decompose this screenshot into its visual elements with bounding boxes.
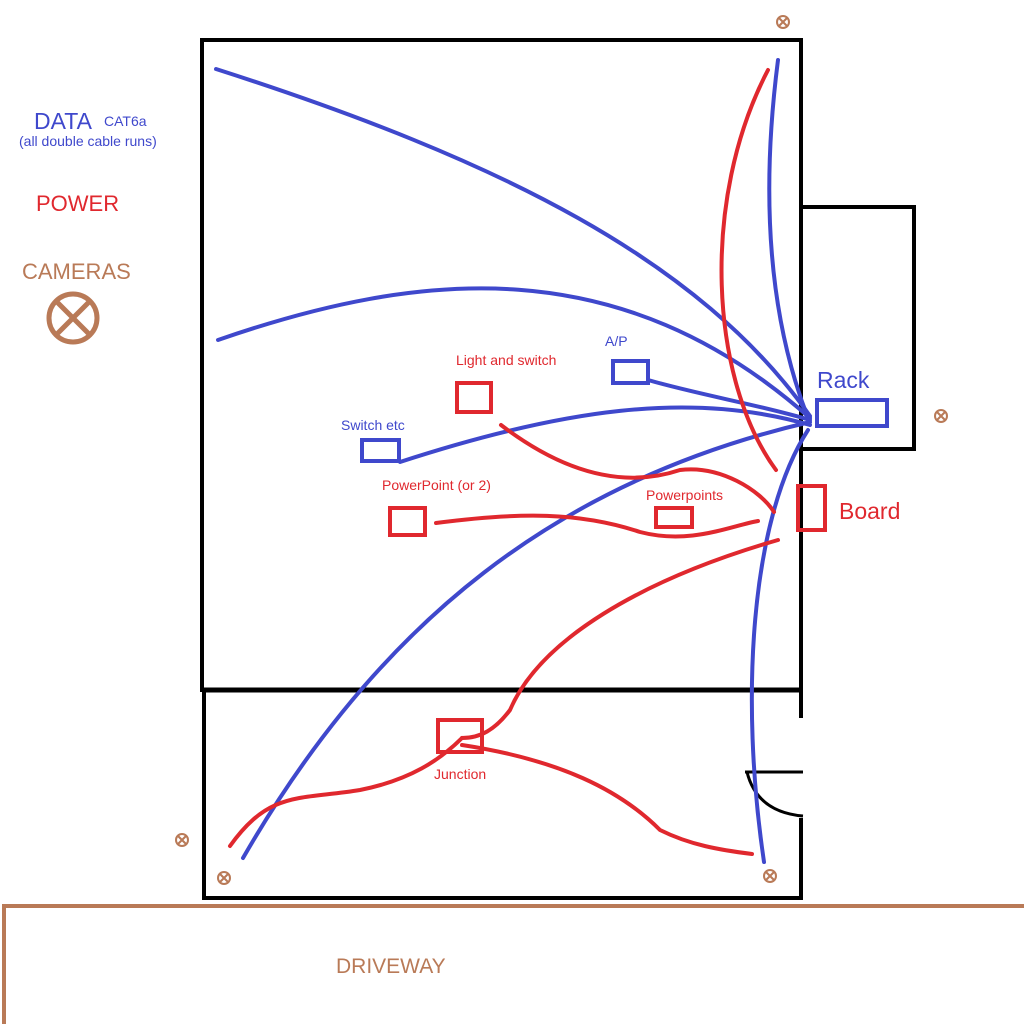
rack-label: Rack — [817, 367, 870, 393]
legend-data-subtitle: CAT6a — [104, 113, 147, 129]
powerpoints-box — [654, 506, 694, 529]
camera-markers — [175, 15, 948, 885]
data-run-ap — [646, 378, 812, 422]
board-label: Board — [839, 498, 901, 524]
data-run-front-right-camera — [749, 428, 810, 864]
board-box — [796, 484, 827, 532]
camera-rack-side-icon — [934, 409, 948, 423]
data-run-front-left-camera — [241, 420, 812, 860]
rack-box — [815, 398, 889, 428]
legend-power: POWER — [36, 191, 120, 216]
power-run-front-right — [460, 743, 754, 856]
access-point-box — [611, 359, 650, 385]
junction-box — [436, 718, 484, 754]
powerpoint-box — [388, 506, 427, 537]
camera-top-right-icon — [776, 15, 790, 29]
driveway-label: DRIVEWAY — [336, 955, 446, 978]
power-run-front-left — [228, 736, 464, 848]
legend-data-note: (all double cable runs) — [19, 133, 157, 149]
driveway-outline — [2, 904, 1024, 1024]
camera-outer-left-icon — [175, 833, 189, 847]
data-run-top-right-camera — [767, 58, 810, 420]
camera-front-left-icon — [217, 871, 231, 885]
camera-front-right-icon — [763, 869, 777, 883]
powerpoints-label: Powerpoints — [646, 487, 724, 503]
data-cable-runs — [214, 58, 812, 864]
rack-annex-outline — [799, 205, 916, 451]
legend-camera-icon — [46, 291, 100, 345]
switch-label: Switch etc — [341, 417, 405, 433]
data-run-top-left — [214, 67, 812, 418]
light-and-switch-box — [455, 381, 493, 414]
powerpoint-label: PowerPoint (or 2) — [382, 477, 491, 493]
power-run-junction — [460, 538, 780, 740]
door-swing-arc — [745, 771, 804, 818]
legend-cameras: CAMERAS — [22, 259, 131, 284]
access-point-label: A/P — [605, 333, 628, 349]
junction-label: Junction — [434, 766, 487, 782]
legend-data-title: DATA — [34, 108, 92, 134]
power-run-powerpoint — [434, 513, 760, 539]
switch-box — [360, 438, 401, 463]
power-run-top — [719, 68, 778, 472]
light-and-switch-label: Light and switch — [456, 352, 557, 368]
power-run-light — [499, 423, 776, 514]
front-room-outline — [202, 688, 803, 900]
data-run-switch — [398, 405, 812, 464]
power-cable-runs — [228, 68, 780, 856]
